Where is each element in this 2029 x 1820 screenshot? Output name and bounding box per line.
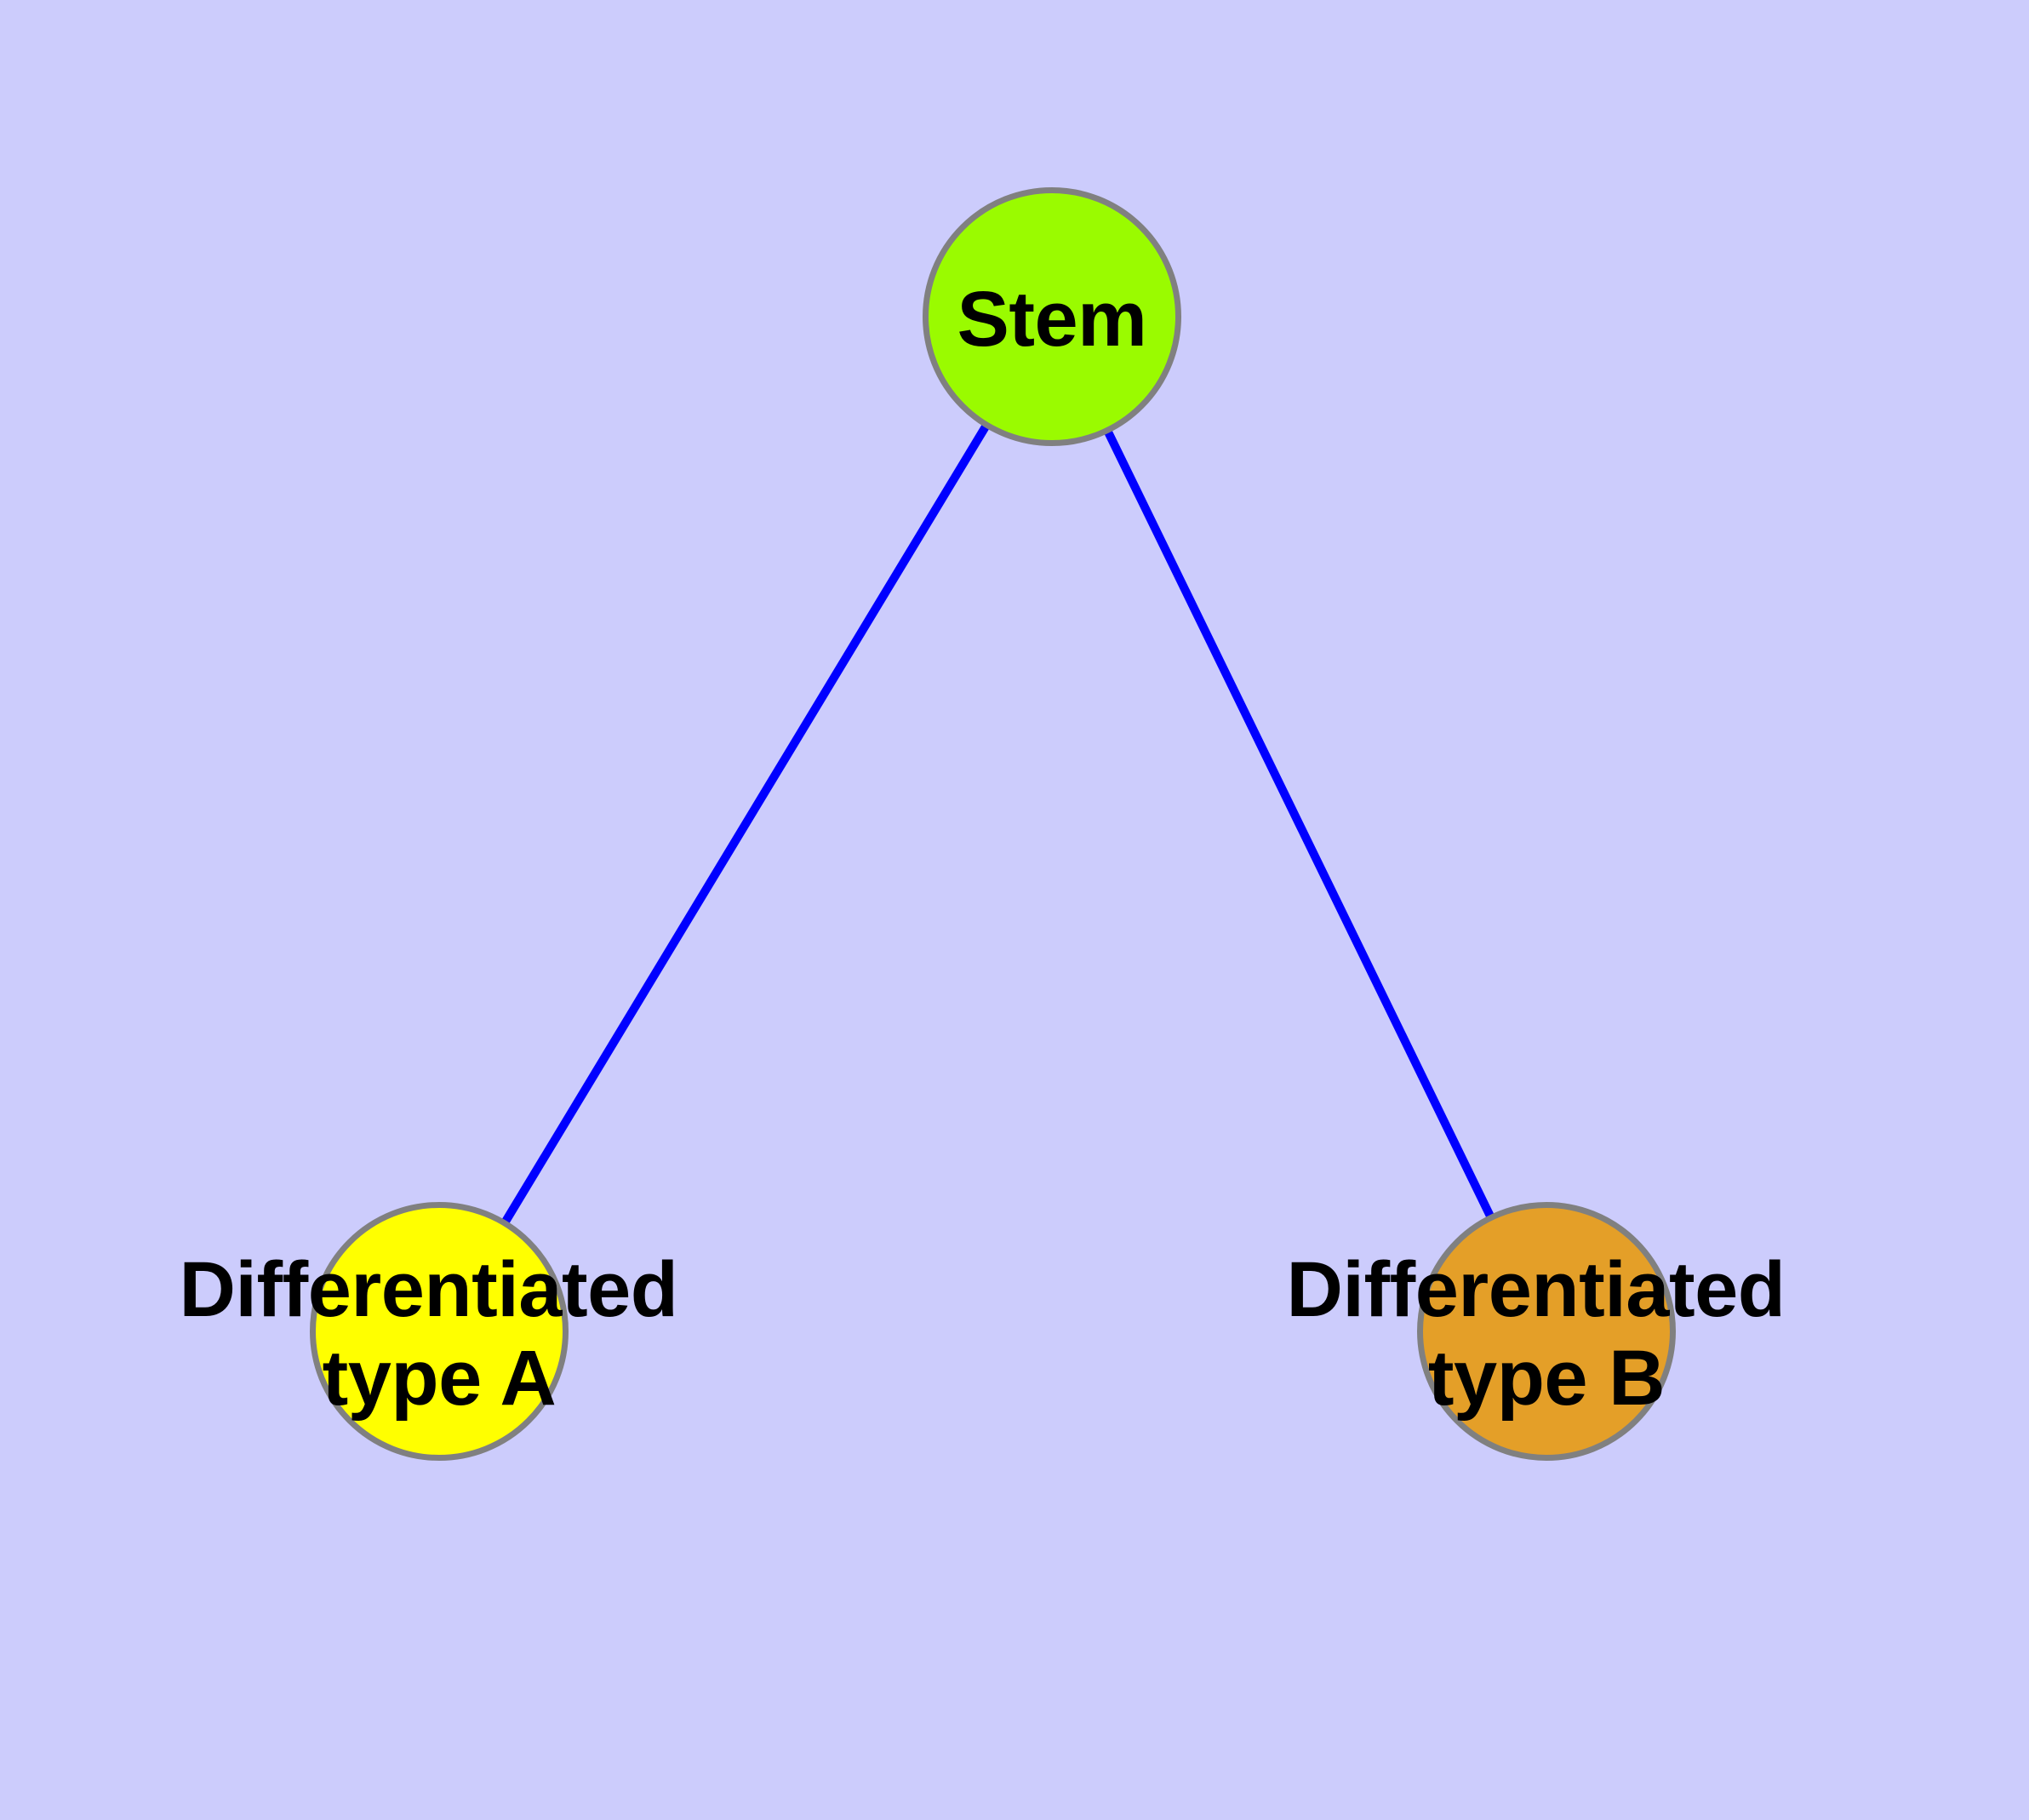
node-diff-b[interactable]: Differentiated type B (1286, 1202, 1806, 1461)
node-diff-b-label-line-1: Differentiated (1286, 1246, 1785, 1333)
node-diff-b-circle[interactable] (1417, 1202, 1676, 1461)
node-diff-a-label-line-1: Differentiated (179, 1246, 677, 1333)
node-stem-label-line-1: Stem (957, 276, 1147, 363)
node-stem[interactable]: Stem (923, 187, 1181, 446)
node-diff-a-circle[interactable] (310, 1202, 569, 1461)
node-stem-circle[interactable] (923, 187, 1181, 446)
node-diff-b-label: Differentiated type B (1286, 1246, 1806, 1422)
node-diff-a[interactable]: Differentiated type A (179, 1202, 699, 1461)
node-diff-b-label-line-2: type B (1428, 1335, 1665, 1422)
edge-stem-to-diff-b[interactable] (1101, 425, 1497, 1223)
node-stem-label: Stem (957, 276, 1147, 363)
node-diff-a-label-line-2: type A (323, 1335, 557, 1422)
node-diff-a-label: Differentiated type A (179, 1246, 699, 1422)
edge-layer (499, 419, 1497, 1229)
edge-stem-to-diff-a[interactable] (499, 419, 992, 1229)
